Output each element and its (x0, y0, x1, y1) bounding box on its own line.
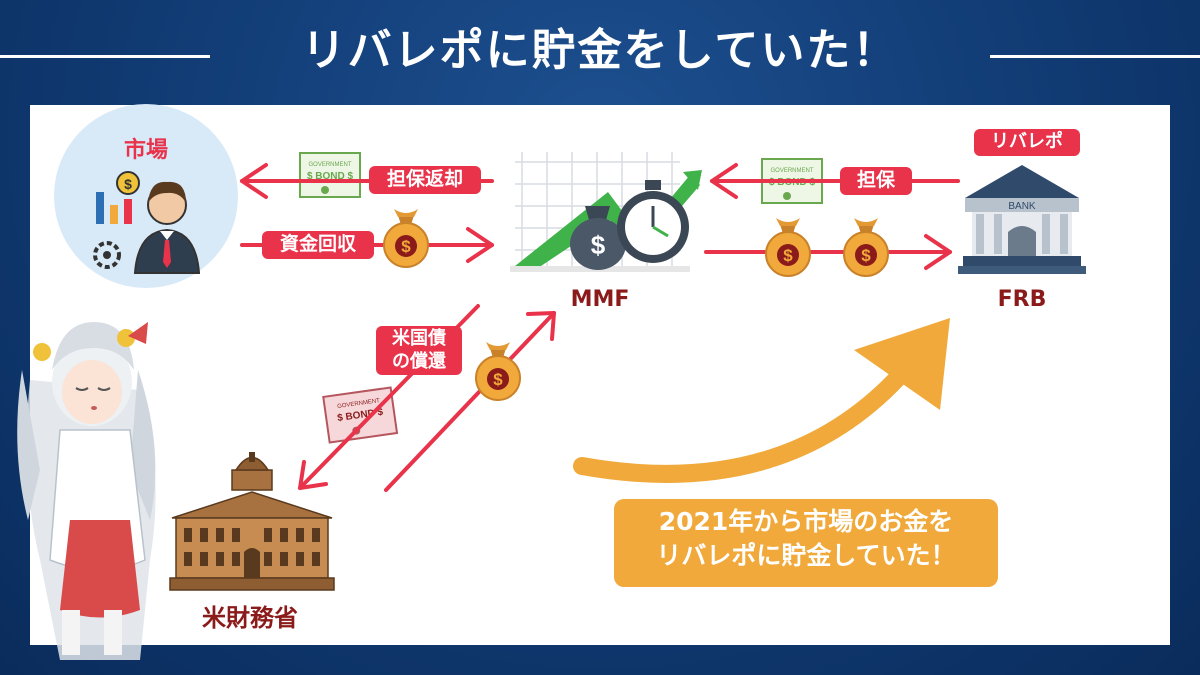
money-bag-icon (765, 217, 811, 277)
market-circle (54, 104, 238, 288)
money-bag-icon (475, 341, 521, 401)
cash-to-mmf-arrow (384, 311, 556, 492)
cash-to-frb-arrow (704, 234, 952, 270)
svg-text:$: $ (591, 230, 606, 260)
svg-text:GOVERNMENT: GOVERNMENT (308, 162, 351, 168)
svg-text:$: $ (124, 176, 132, 192)
bond-certificate-icon: GOVERNMENT $ BOND $ (299, 152, 361, 198)
frb-bank-icon: BANK (958, 165, 1086, 274)
market-node: $ (54, 104, 238, 288)
investor-icon: $ (93, 171, 201, 274)
money-bag-icon (843, 217, 889, 277)
treasury-label: 米財務省 (202, 604, 298, 632)
treasury-redemption-line2: の償還 (392, 350, 446, 372)
bond-certificate-icon: GOVERNMENT $ BOND $ (322, 386, 399, 444)
collateral-return-label: 担保返却 (369, 166, 481, 194)
title-line-right (990, 55, 1200, 58)
mmf-node: $ (510, 152, 702, 272)
collateral-label: 担保 (840, 167, 912, 195)
treasury-redemption-label: 米国債 の償還 (376, 326, 462, 375)
title-line-left (0, 55, 210, 58)
svg-text:$ BOND $: $ BOND $ (307, 171, 354, 182)
trend-arrow (573, 318, 950, 483)
fund-recovery-label: 資金回収 (262, 231, 374, 259)
svg-text:GOVERNMENT: GOVERNMENT (770, 168, 813, 174)
market-label: 市場 (123, 138, 168, 163)
svg-text:GOVERNMENT: GOVERNMENT (337, 398, 381, 410)
money-bag-dark-icon: $ (570, 206, 626, 270)
money-bag-icon (383, 208, 429, 268)
reverse-repo-badge: リバレポ (974, 129, 1080, 156)
stopwatch-icon (617, 180, 689, 263)
callout-line2: リバレポに貯金していた！ (656, 540, 956, 570)
page-title: リバレポに貯金をしていた！ (301, 25, 899, 76)
mmf-label: MMF (570, 287, 630, 312)
frb-label: FRB (997, 287, 1047, 312)
shrine-maiden-character-icon (17, 322, 156, 660)
treasury-building-icon (169, 452, 335, 591)
callout-line1: 2021年から市場のお金を (658, 507, 954, 536)
treasury-redemption-line1: 米国債 (392, 328, 446, 349)
collateral-arrow (710, 163, 960, 199)
bank-sign: BANK (1008, 201, 1036, 212)
summary-callout: 2021年から市場のお金を リバレポに貯金していた！ (614, 499, 998, 587)
